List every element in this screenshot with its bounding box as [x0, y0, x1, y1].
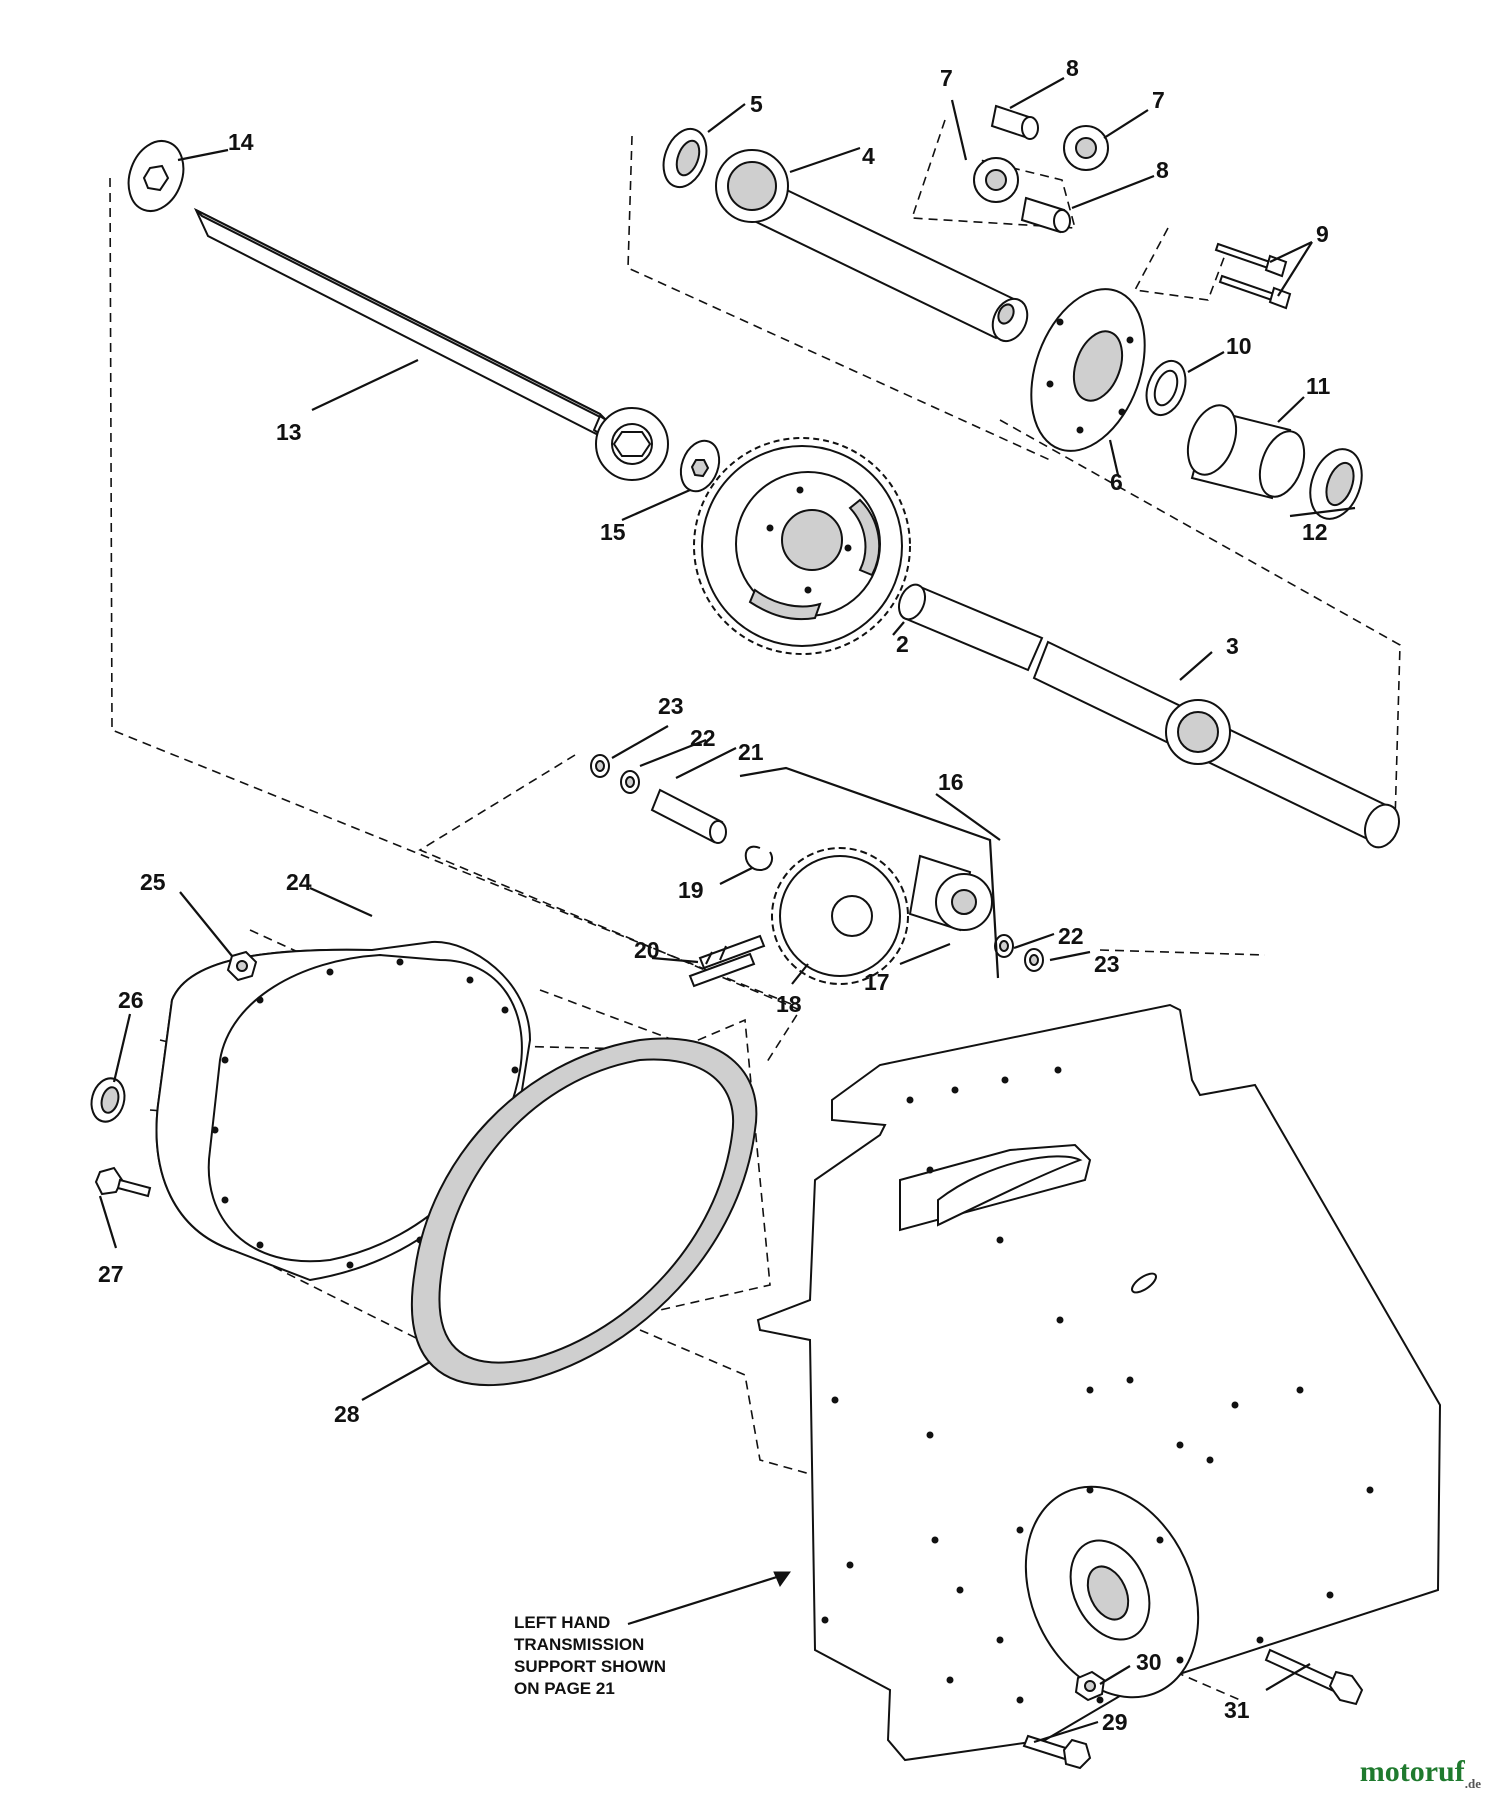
washer-22-left	[620, 770, 640, 794]
output-shaft-3	[897, 583, 1400, 849]
flange-6	[1030, 288, 1146, 452]
callout-18: 18	[776, 991, 802, 1017]
gasket-28	[410, 1037, 758, 1386]
callout-numbers: 2 3 4 5 6 7 7 8 8 9 10 11 12 13 14 15 16…	[98, 55, 1331, 1735]
callout-6: 6	[1110, 469, 1123, 495]
bolt-27	[94, 1166, 152, 1198]
snap-ring-19	[744, 845, 773, 872]
callout-20: 20	[634, 937, 660, 963]
watermark-brand: motoruf	[1359, 1755, 1465, 1788]
callout-24: 24	[286, 869, 312, 895]
seal-12	[1309, 448, 1363, 520]
washer-23-left	[590, 754, 610, 778]
washer-15	[679, 439, 721, 493]
callout-8-lower: 8	[1156, 157, 1169, 183]
washer-10	[1145, 359, 1187, 417]
note-line-1: LEFT HAND	[514, 1613, 610, 1632]
transmission-support-housing	[756, 1003, 1442, 1762]
bearing-5	[662, 127, 708, 189]
gear-17	[908, 854, 993, 932]
support-note: LEFT HAND TRANSMISSION SUPPORT SHOWN ON …	[514, 1613, 666, 1698]
callout-30: 30	[1136, 1649, 1162, 1675]
pinion-7-lower	[973, 157, 1019, 203]
gear-shaft-4	[715, 149, 1029, 343]
nut-25	[226, 950, 258, 982]
bolt-29	[1022, 1734, 1092, 1770]
callout-27: 27	[98, 1261, 124, 1287]
sprocket-13	[595, 407, 669, 481]
callout-19: 19	[678, 877, 704, 903]
note-line-3: SUPPORT SHOWN	[514, 1657, 666, 1676]
callout-14: 14	[228, 129, 254, 155]
washer-22-right	[994, 934, 1014, 958]
callout-23-left: 23	[658, 693, 684, 719]
bushing-8-lower	[1020, 196, 1071, 234]
washer-23-right	[1024, 948, 1044, 972]
bolt-31	[1264, 1648, 1364, 1706]
bushing-8-upper	[990, 104, 1039, 140]
note-line-4: ON PAGE 21	[514, 1679, 615, 1698]
hex-shaft-13	[193, 207, 620, 445]
callout-2: 2	[896, 631, 909, 657]
bearing-11	[1186, 404, 1306, 500]
callout-29: 29	[1102, 1709, 1128, 1735]
callout-31: 31	[1224, 1697, 1250, 1723]
bull-gear-2	[693, 437, 911, 655]
sprocket-18	[771, 847, 909, 985]
chain-20	[688, 934, 766, 988]
nut-30	[1074, 1670, 1106, 1702]
callout-23-right: 23	[1094, 951, 1120, 977]
callout-17: 17	[864, 969, 890, 995]
motoruf-watermark: motoruf.de	[1360, 1755, 1481, 1792]
pinion-7-upper	[1063, 125, 1109, 171]
bolt-9-lower	[1218, 274, 1292, 310]
callout-7-right: 7	[1152, 87, 1165, 113]
callout-3: 3	[1226, 633, 1239, 659]
note-line-2: TRANSMISSION	[514, 1635, 644, 1654]
callout-22-right: 22	[1058, 923, 1084, 949]
callout-leader-lines	[98, 77, 1356, 1744]
callout-4: 4	[862, 143, 875, 169]
callout-10: 10	[1226, 333, 1252, 359]
watermark-suffix: .de	[1464, 1776, 1481, 1791]
callout-16: 16	[938, 769, 964, 795]
callout-12: 12	[1302, 519, 1328, 545]
callout-8-top: 8	[1066, 55, 1079, 81]
callout-25: 25	[140, 869, 166, 895]
callout-5: 5	[750, 91, 763, 117]
plug-26	[90, 1077, 126, 1123]
pin-21	[650, 788, 727, 844]
callout-13: 13	[276, 419, 302, 445]
callout-21: 21	[738, 739, 764, 765]
callout-28: 28	[334, 1401, 360, 1427]
callout-9: 9	[1316, 221, 1329, 247]
bolt-9-upper	[1214, 242, 1288, 278]
callout-22-left: 22	[690, 725, 716, 751]
callout-15: 15	[600, 519, 626, 545]
callout-7-left: 7	[940, 65, 953, 91]
washer-14	[127, 140, 185, 212]
callout-26: 26	[118, 987, 144, 1013]
callout-11: 11	[1306, 373, 1331, 399]
